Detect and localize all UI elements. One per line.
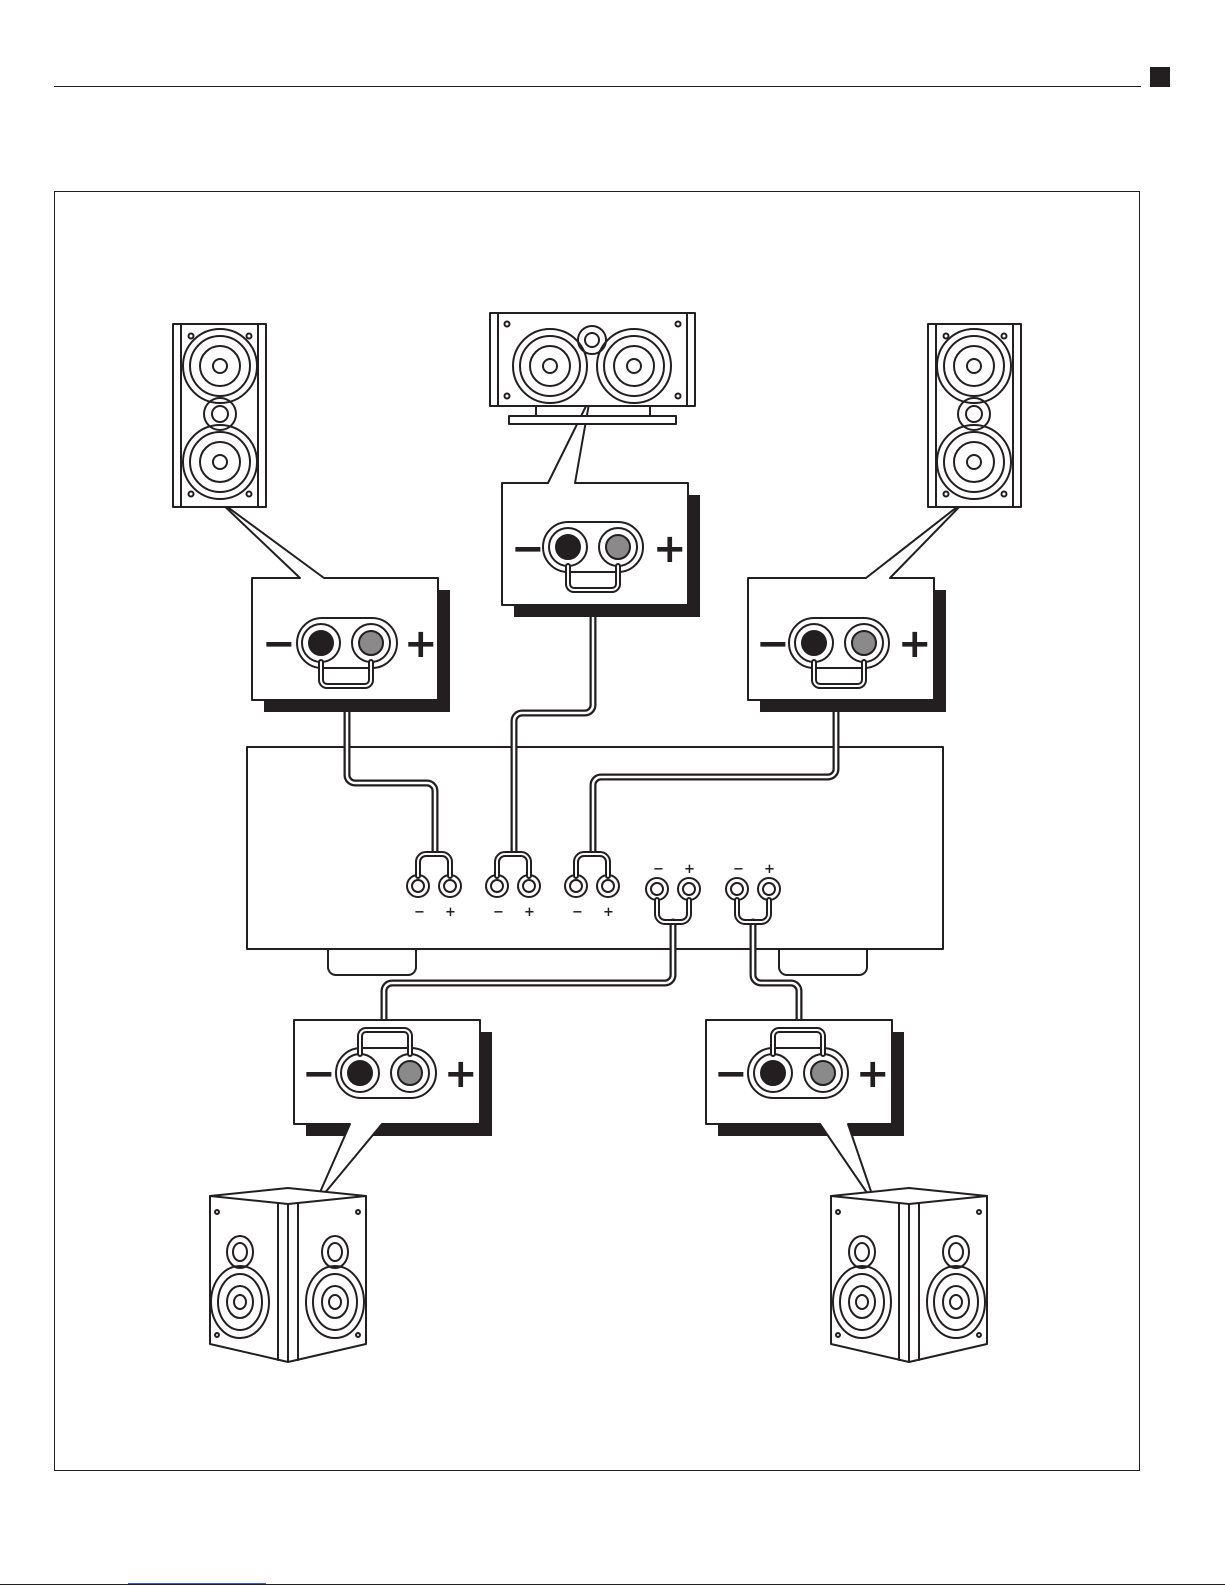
callout-plus-label: + <box>653 526 687 572</box>
receiver-plus-label: + <box>445 905 456 920</box>
positive-terminal-icon <box>606 535 630 559</box>
negative-terminal-icon <box>348 1061 372 1085</box>
negative-terminal-icon <box>309 631 333 655</box>
callout-front-right: − + <box>748 500 966 712</box>
surround-left-speaker-icon <box>210 1188 366 1362</box>
positive-terminal-icon <box>398 1061 422 1085</box>
positive-terminal-icon <box>359 631 383 655</box>
front-right-speaker-icon <box>928 324 1021 507</box>
callout-center: − + <box>502 398 700 617</box>
callout-plus-label: + <box>856 1051 890 1097</box>
front-left-speaker-icon <box>173 324 266 507</box>
receiver-minus-label: − <box>653 862 664 877</box>
callout-front-left: − + <box>218 500 450 712</box>
callout-minus-label: − <box>714 1051 748 1097</box>
callout-plus-label: + <box>404 621 438 667</box>
callout-surround-right: − + <box>706 1020 904 1206</box>
negative-terminal-icon <box>761 1061 785 1085</box>
receiver-minus-label: − <box>572 905 583 920</box>
receiver-plus-label: + <box>684 862 695 877</box>
negative-terminal-icon <box>802 631 826 655</box>
positive-terminal-icon <box>852 631 876 655</box>
receiver-plus-label: + <box>764 862 775 877</box>
callout-plus-label: + <box>898 621 932 667</box>
receiver-plus-label: + <box>524 905 535 920</box>
callout-surround-left: − + <box>294 1020 492 1206</box>
positive-terminal-icon <box>811 1061 835 1085</box>
callout-minus-label: − <box>756 621 790 667</box>
receiver-minus-label: − <box>414 905 425 920</box>
callout-plus-label: + <box>444 1051 478 1097</box>
center-speaker-icon <box>490 313 695 424</box>
callout-minus-label: − <box>511 526 545 572</box>
negative-terminal-icon <box>556 535 580 559</box>
receiver-plus-label: + <box>603 905 614 920</box>
callout-minus-label: − <box>302 1051 336 1097</box>
receiver-minus-label: − <box>493 905 504 920</box>
receiver-minus-label: − <box>733 862 744 877</box>
surround-right-speaker-icon <box>831 1188 987 1362</box>
callout-minus-label: − <box>262 621 296 667</box>
